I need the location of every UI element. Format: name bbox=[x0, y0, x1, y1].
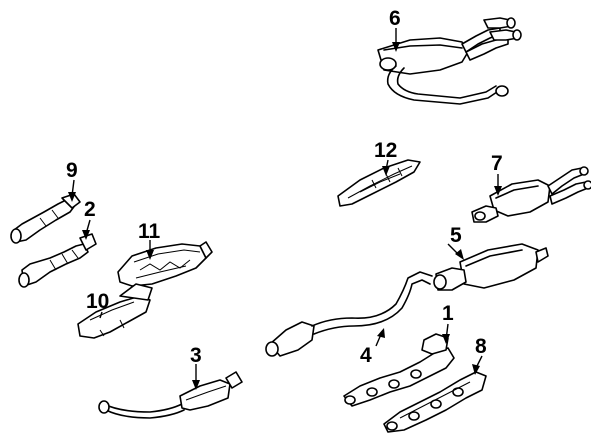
part-10-converter-shield bbox=[77, 283, 153, 339]
callout-10: 10 bbox=[86, 290, 109, 313]
leader-lines bbox=[68, 28, 502, 390]
callout-8: 8 bbox=[475, 335, 487, 358]
callout-7: 7 bbox=[491, 152, 503, 175]
part-7-muffler bbox=[471, 166, 591, 223]
callout-1: 1 bbox=[442, 302, 454, 325]
part-12-heat-shield bbox=[337, 159, 421, 207]
part-2-front-pipe bbox=[18, 233, 97, 288]
part-11-catalytic-converter bbox=[117, 241, 213, 287]
part-6-muffler-assembly bbox=[377, 17, 522, 105]
callout-6: 6 bbox=[389, 7, 401, 30]
part-8-exhaust-manifold bbox=[383, 371, 487, 433]
part-4-intermediate-pipe bbox=[265, 271, 433, 357]
callout-2: 2 bbox=[84, 198, 96, 221]
part-9-front-pipe bbox=[10, 193, 81, 244]
part-3-resonator-pipe bbox=[98, 371, 243, 419]
part-1-exhaust-manifold bbox=[343, 333, 455, 407]
callout-3: 3 bbox=[190, 344, 202, 367]
callout-11: 11 bbox=[138, 220, 161, 243]
part-5-muffler bbox=[433, 243, 549, 291]
callout-labels: 1 2 3 4 5 6 7 8 9 10 11 12 bbox=[66, 7, 503, 367]
callout-4: 4 bbox=[360, 344, 372, 367]
callout-12: 12 bbox=[374, 139, 397, 162]
callout-5: 5 bbox=[450, 224, 462, 247]
callout-9: 9 bbox=[66, 159, 78, 182]
